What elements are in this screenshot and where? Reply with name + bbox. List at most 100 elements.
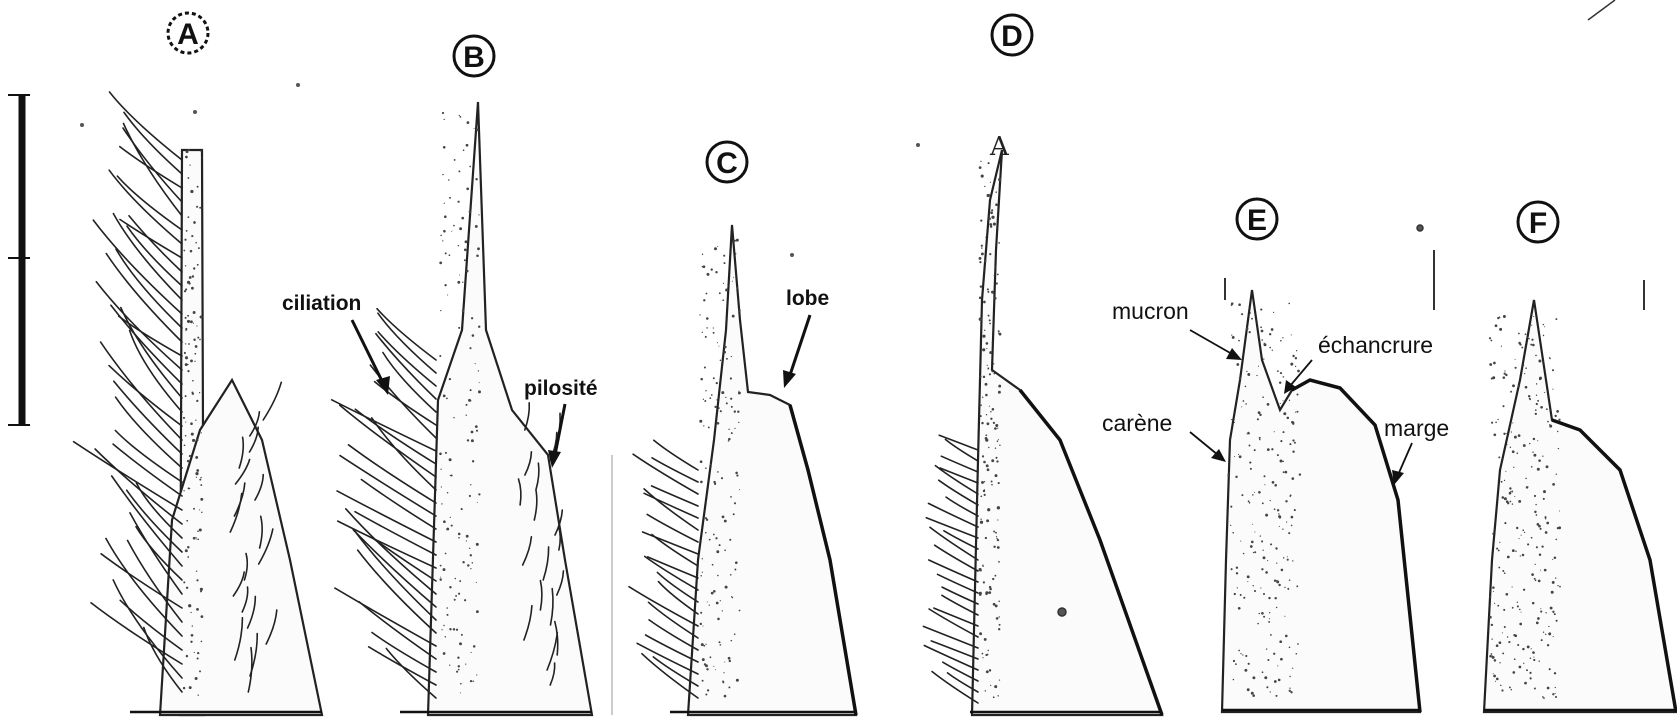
stipple-dot [705, 336, 707, 338]
stipple-dot [194, 447, 195, 448]
stipple-dot [981, 247, 983, 249]
stipple-dot [979, 166, 982, 169]
stipple-dot [1254, 449, 1256, 451]
stipple-dot [1260, 588, 1261, 589]
stipple-dot [199, 670, 201, 672]
stipple-dot [439, 262, 442, 265]
stipple-dot [193, 267, 195, 269]
stipple-dot [1277, 665, 1278, 666]
stipple-dot [1270, 500, 1271, 501]
stipple-dot [196, 538, 197, 539]
stipple-dot [1249, 445, 1251, 447]
stipple-dot [1525, 386, 1528, 389]
stipple-dot [992, 342, 993, 343]
stipple-dot [991, 291, 994, 294]
stipple-dot [443, 625, 444, 626]
stipple-dot [1537, 400, 1539, 402]
stipple-dot [999, 616, 1000, 617]
stipple-dot [1539, 377, 1542, 380]
stipple-dot [995, 424, 998, 427]
stipple-dot [463, 149, 465, 151]
stipple-dot [721, 477, 723, 479]
stipple-dot [717, 618, 720, 621]
stipple-dot [1558, 419, 1560, 421]
stipple-dot [990, 418, 992, 420]
stipple-dot [1252, 694, 1255, 697]
stipple-dot [188, 487, 190, 489]
stipple-dot [998, 482, 1000, 484]
stipple-dot [1287, 417, 1289, 419]
stipple-dot [1532, 344, 1535, 347]
stipple-dot [1260, 535, 1261, 536]
stipple-dot [1292, 560, 1293, 561]
stipple-dot [1503, 315, 1506, 318]
stipple-dot [1494, 659, 1497, 662]
stipple-dot [699, 420, 702, 423]
stipple-dot [982, 564, 984, 566]
stipple-dot [1555, 696, 1557, 698]
stipple-dot [1546, 522, 1549, 525]
stipple-dot [449, 378, 451, 380]
stipple-dot [1292, 355, 1294, 357]
stipple-dot [1547, 421, 1549, 423]
stipple-dot [733, 513, 735, 515]
panel-b-glume [428, 102, 592, 715]
stipple-dot [980, 404, 982, 406]
stipple-dot [458, 593, 460, 595]
stipple-dot [737, 411, 739, 413]
stipple-dot [1530, 657, 1531, 658]
stipple-dot [1231, 304, 1233, 306]
stipple-dot [1522, 648, 1524, 650]
stipple-dot [1231, 568, 1233, 570]
stipple-dot [984, 330, 985, 331]
stipple-dot [1553, 636, 1554, 637]
stipple-dot [193, 311, 196, 314]
stipple-dot [186, 520, 188, 522]
stipple-dot [1261, 339, 1263, 341]
stipple-dot [196, 477, 197, 478]
stipple-dot [201, 432, 202, 433]
stipple-dot [454, 599, 456, 601]
stipple-dot [702, 572, 703, 573]
stipple-dot [1263, 556, 1266, 559]
stipple-dot [735, 561, 738, 564]
stipple-dot [1489, 616, 1492, 619]
stipple-dot [199, 528, 202, 531]
stipple-dot [1516, 527, 1518, 529]
stipple-dot [990, 411, 991, 412]
stipple-dot [989, 406, 990, 407]
stipple-dot [1511, 491, 1513, 493]
stipple-dot [443, 568, 446, 571]
stipple-dot [1540, 570, 1541, 571]
stipple-dot [1499, 316, 1500, 317]
stipple-dot [458, 201, 460, 203]
hair-stroke [931, 641, 978, 659]
stipple-dot [459, 642, 462, 645]
stipple-dot [1554, 613, 1556, 615]
stipple-dot [1518, 434, 1521, 437]
stipple-dot [724, 549, 726, 551]
stipple-dot [997, 440, 999, 442]
stipple-dot [184, 352, 186, 354]
stipple-dot [995, 448, 996, 449]
stipple-dot [1507, 636, 1508, 637]
stipple-dot [201, 512, 202, 513]
stipple-dot [732, 315, 735, 318]
stipple-dot [999, 680, 1000, 681]
stipple-dot [731, 640, 733, 642]
stipple-dot [1236, 363, 1239, 366]
stipple-dot [1491, 655, 1492, 656]
stipple-dot [1503, 376, 1506, 379]
stipple-dot [197, 530, 199, 532]
stipple-dot [199, 207, 201, 209]
stipple-dot [716, 399, 717, 400]
stipple-dot [1264, 484, 1265, 485]
stipple-dot [994, 685, 997, 688]
stipple-dot [1556, 620, 1558, 622]
stipple-dot [1512, 586, 1513, 587]
stipple-dot [1246, 371, 1247, 372]
stipple-dot [721, 391, 724, 394]
stipple-dot [722, 680, 724, 682]
stipple-dot [469, 166, 471, 168]
